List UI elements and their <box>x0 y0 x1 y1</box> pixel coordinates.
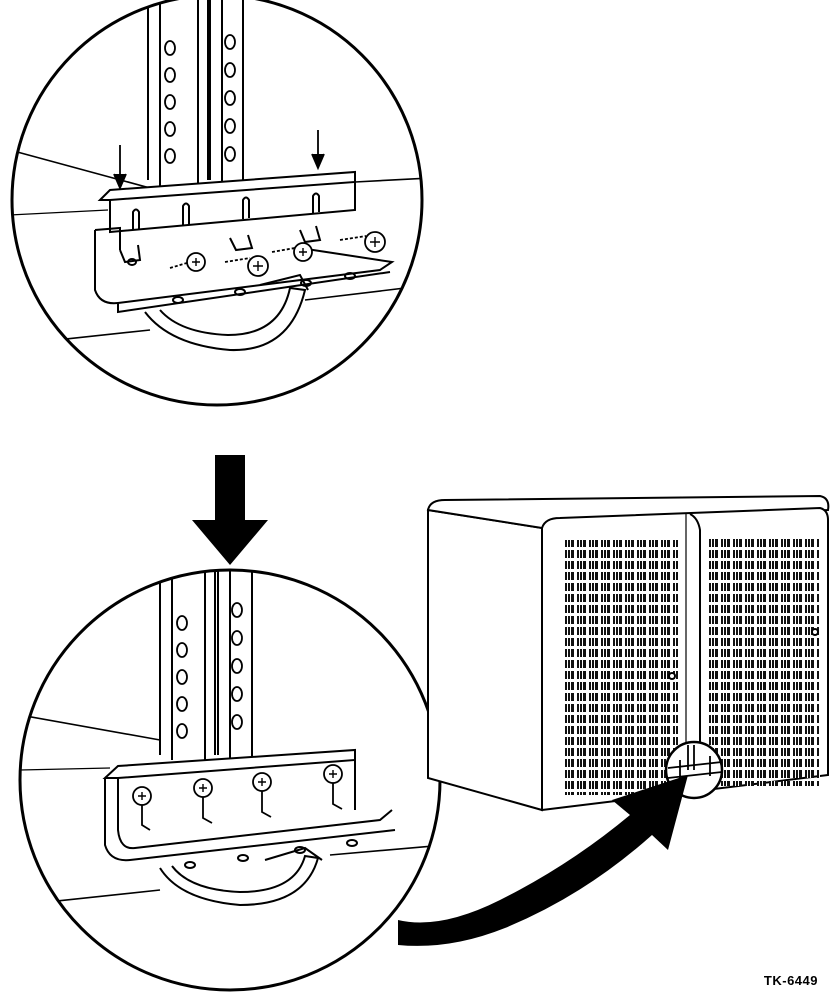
rack-rail-left <box>147 0 209 190</box>
figure-label: TK-6449 <box>763 973 818 988</box>
rack-rail-right <box>209 0 244 190</box>
bracket-assembly <box>94 170 395 352</box>
screws <box>169 231 386 277</box>
top-detail-view <box>10 0 424 407</box>
rack-rail-left-installed <box>159 570 216 760</box>
insert-arrows <box>113 130 325 191</box>
bracket-installed <box>102 748 396 907</box>
cabinet-unit <box>426 494 830 812</box>
rack-rail-right-installed <box>217 570 253 760</box>
transfer-arrow <box>398 775 688 946</box>
bottom-detail-view <box>18 568 442 992</box>
step-down-arrow <box>192 455 268 565</box>
